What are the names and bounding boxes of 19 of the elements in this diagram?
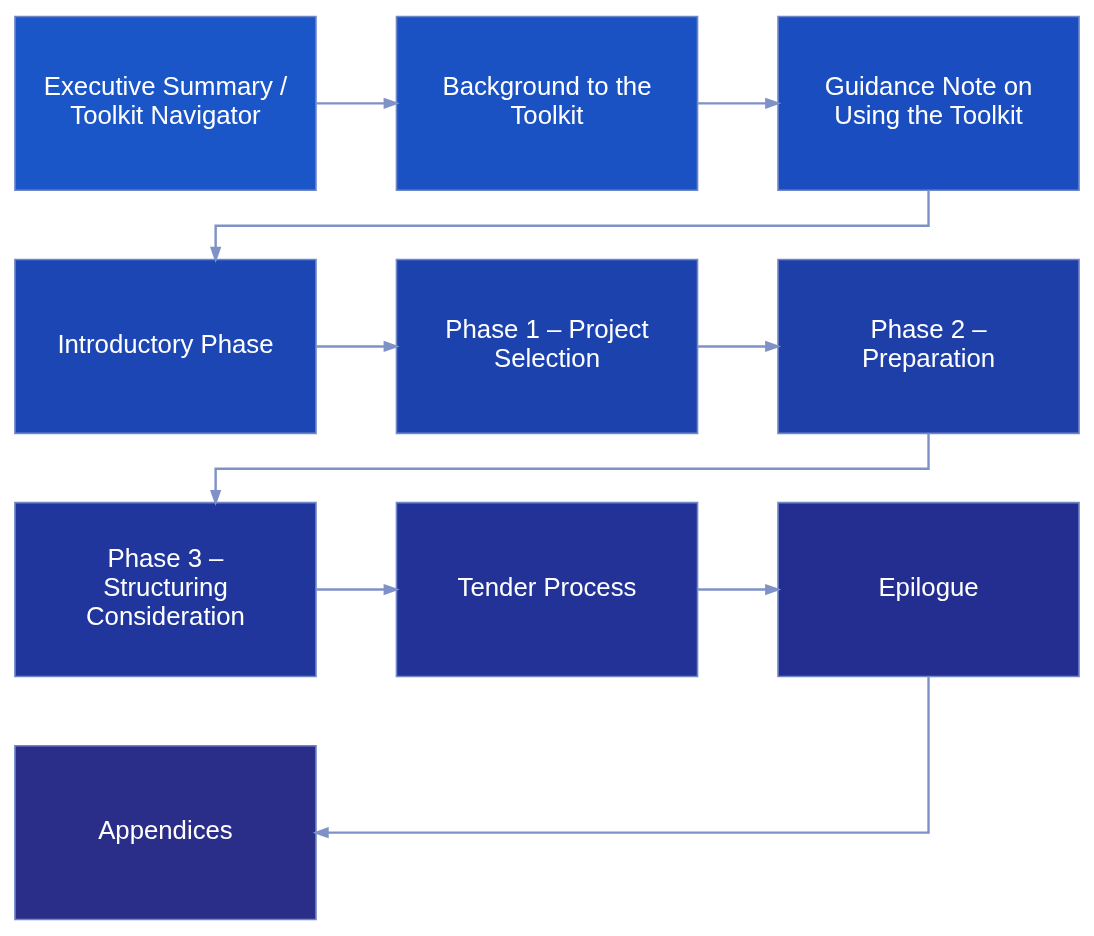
node-box: Executive Summary / Toolkit Navigator (14, 15, 317, 192)
node-box: Guidance Note on Using the Toolkit (777, 15, 1080, 192)
node-box: Introductory Phase (14, 258, 317, 435)
arrow (697, 583, 782, 596)
arrow (316, 583, 400, 596)
arrow (697, 97, 782, 109)
arrow (697, 340, 782, 353)
node-box: Epilogue (777, 501, 1080, 678)
arrow (210, 190, 930, 263)
arrow (312, 676, 930, 839)
arrow (210, 433, 930, 507)
arrow (316, 340, 400, 353)
node-box: Phase 1 – Project Selection (395, 258, 699, 435)
arrow (316, 97, 400, 109)
node-box: Background to the Toolkit (395, 15, 699, 192)
node-box: Appendices (14, 744, 317, 921)
node-box: Phase 2 – Preparation (777, 258, 1080, 435)
node-box: Tender Process (395, 501, 699, 678)
node-box: Phase 3 – Structuring Consideration (14, 501, 317, 678)
